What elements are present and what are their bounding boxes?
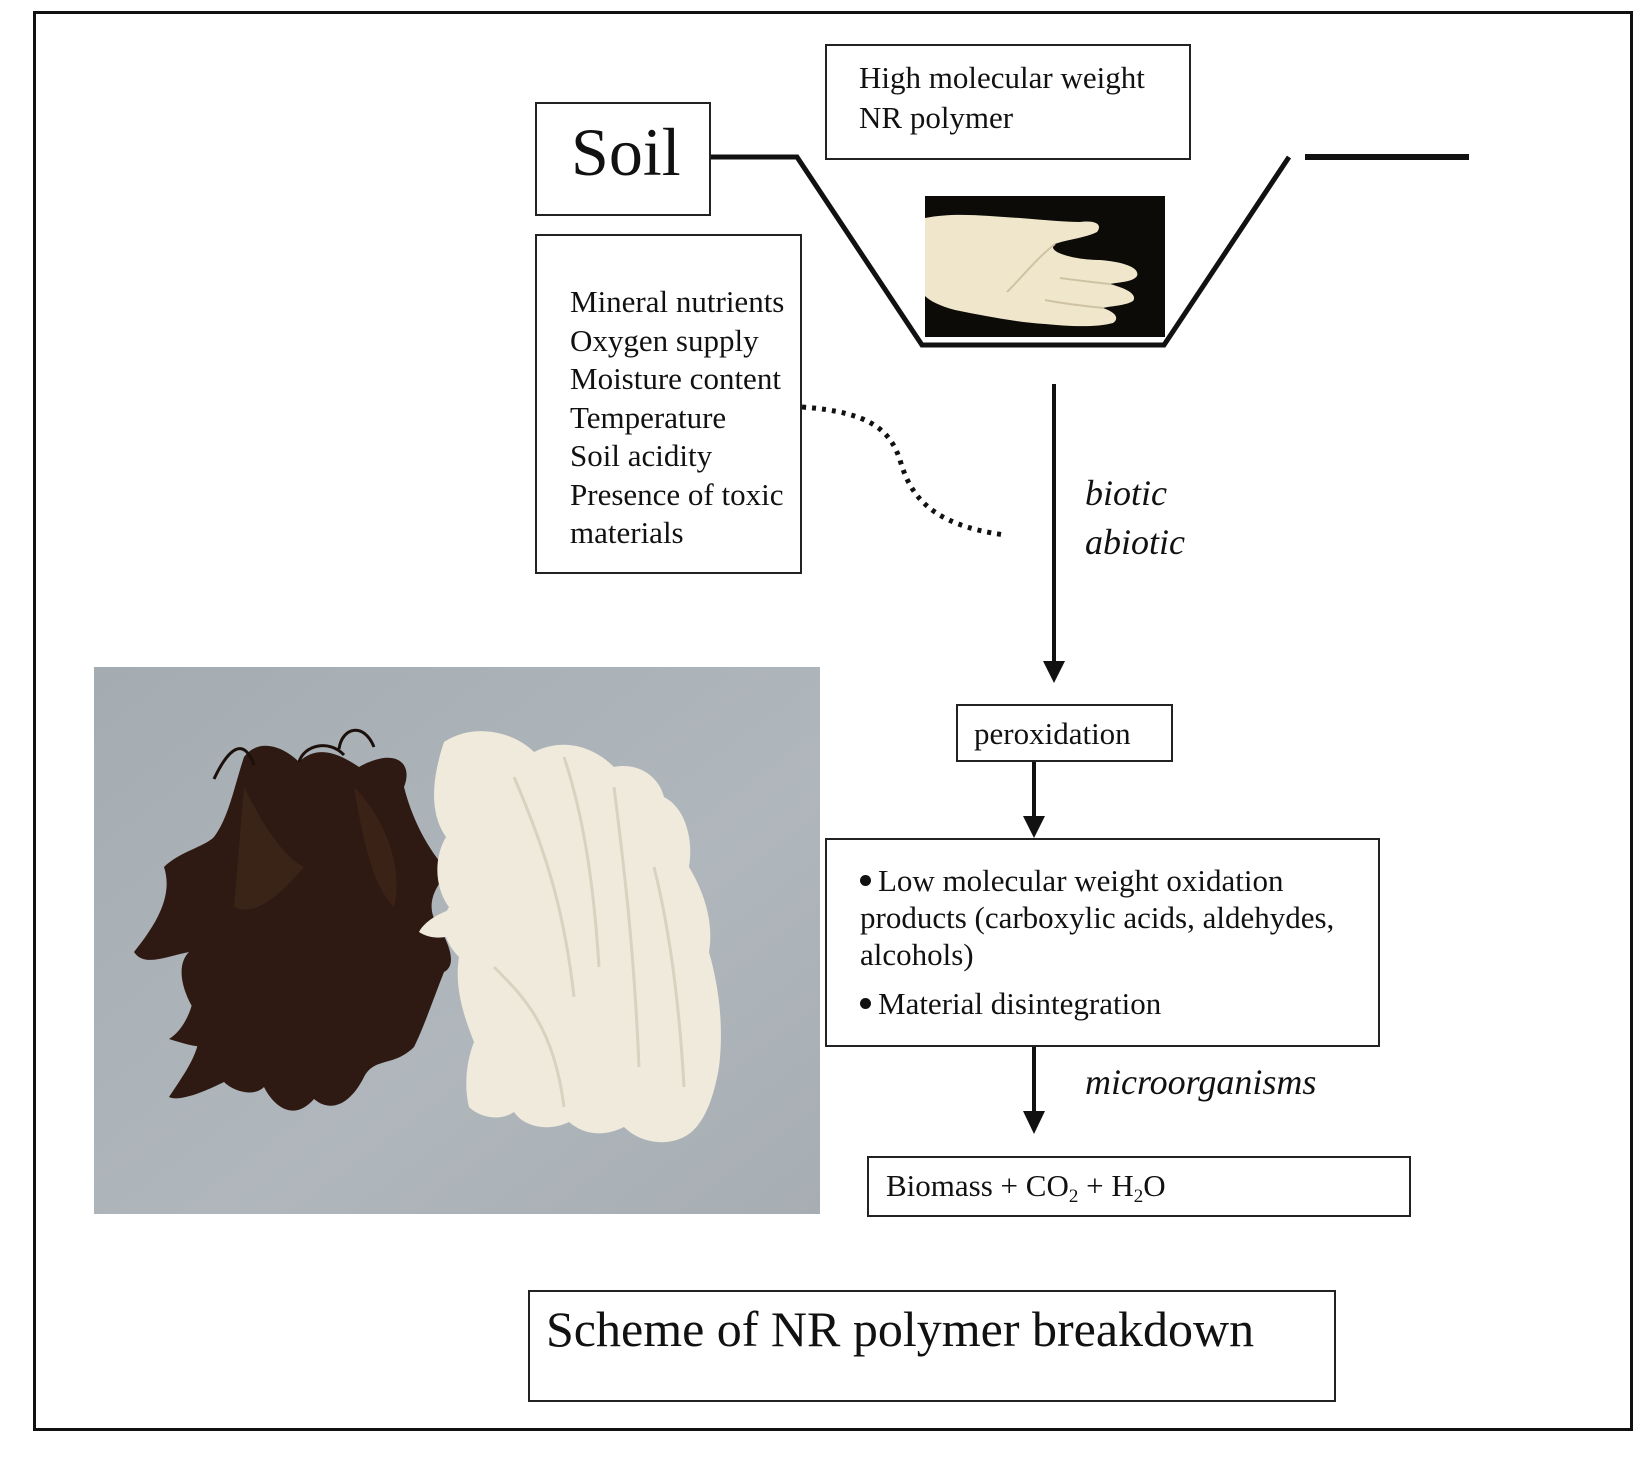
main-arrow-head — [1043, 661, 1065, 683]
factor-item: Oxygen supply — [570, 322, 784, 361]
co2-base: CO — [1026, 1168, 1069, 1203]
perox-arrow-head — [1023, 816, 1045, 838]
polymer-box: High molecular weight NR polymer — [825, 44, 1191, 160]
end-products-box: Biomass + CO2 + H2O — [867, 1156, 1411, 1217]
dotted-connector — [802, 407, 1005, 535]
soil-factors-box: Mineral nutrients Oxygen supply Moisture… — [535, 234, 802, 574]
biotic-label: biotic — [1085, 475, 1167, 511]
factor-item: Temperature — [570, 399, 784, 438]
soil-box: Soil — [535, 102, 711, 216]
glove-image — [925, 196, 1165, 337]
factor-item: Mineral nutrients — [570, 283, 784, 322]
product-item-text: Material disintegration — [878, 986, 1161, 1021]
plus-sign: + — [1078, 1168, 1111, 1203]
factor-item: Soil acidity — [570, 437, 784, 476]
soil-label: Soil — [571, 118, 681, 186]
product-item-text: Low molecular weight oxidation products … — [860, 863, 1334, 972]
product-item: Material disintegration — [860, 985, 1370, 1022]
plus-sign: + — [993, 1168, 1026, 1203]
products-box: Low molecular weight oxidation products … — [825, 838, 1380, 1047]
abiotic-label: abiotic — [1085, 524, 1185, 560]
microorganisms-label: microorganisms — [1085, 1064, 1316, 1100]
end-products-label: Biomass + CO2 + H2O — [886, 1170, 1166, 1201]
h2o-h: H — [1111, 1168, 1133, 1203]
biomass-text: Biomass — [886, 1168, 993, 1203]
peroxidation-box: peroxidation — [956, 704, 1173, 762]
polymer-label-line2: NR polymer — [859, 98, 1145, 138]
h2o-o: O — [1143, 1168, 1165, 1203]
polymer-label-line1: High molecular weight — [859, 58, 1145, 98]
factor-item: Moisture content — [570, 360, 784, 399]
factor-item: materials — [570, 514, 784, 553]
micro-arrow-head — [1023, 1111, 1045, 1134]
caption-box: Scheme of NR polymer breakdown — [528, 1290, 1336, 1402]
soil-factors-list: Mineral nutrients Oxygen supply Moisture… — [570, 283, 784, 553]
peroxidation-label: peroxidation — [974, 718, 1131, 749]
h2o-subscript: 2 — [1134, 1186, 1144, 1207]
gloves-photograph — [94, 667, 820, 1214]
bullet-icon — [860, 875, 871, 886]
co2-subscript: 2 — [1069, 1186, 1079, 1207]
product-item: Low molecular weight oxidation products … — [860, 862, 1370, 973]
bullet-icon — [860, 998, 871, 1009]
polymer-label: High molecular weight NR polymer — [859, 58, 1145, 138]
factor-item: Presence of toxic — [570, 476, 784, 515]
caption-text: Scheme of NR polymer breakdown — [546, 1302, 1254, 1357]
